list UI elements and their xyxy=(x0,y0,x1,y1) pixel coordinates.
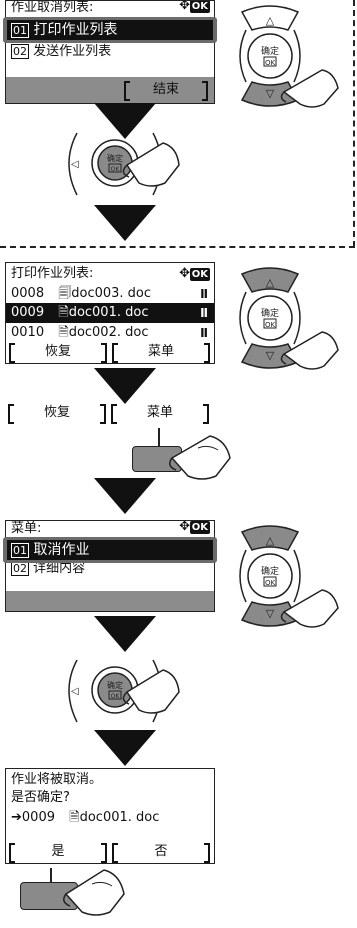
svg-text:确定: 确定 xyxy=(261,45,279,57)
ok-icon: OK xyxy=(189,268,210,281)
menu-button[interactable]: 菜单 xyxy=(112,343,210,363)
list-item-details[interactable]: 02 详细内容 xyxy=(11,561,86,576)
arrow-down-icon xyxy=(94,103,156,139)
arrow-down-icon xyxy=(94,478,156,514)
menu-screen: 菜单: ✥ OK 02 详细内容 xyxy=(5,520,215,612)
document-icon: 🗎 xyxy=(69,810,80,825)
svg-text:◁: ◁ xyxy=(71,686,79,697)
list-item-send-jobs[interactable]: 02 发送作业列表 xyxy=(11,44,112,59)
control-pad-up-down: △ 确定 OK ▽ xyxy=(239,5,339,108)
pointer-line xyxy=(158,428,160,446)
svg-text:△: △ xyxy=(266,276,275,289)
no-button[interactable]: 否 xyxy=(112,843,210,863)
svg-text:OK: OK xyxy=(111,166,121,173)
svg-text:▽: ▽ xyxy=(266,607,275,620)
arrow-right-icon: ➔ xyxy=(11,810,22,825)
screen-title: 打印作业列表: xyxy=(11,266,94,281)
list-item-cancel-job[interactable]: 01 取消作业 xyxy=(7,540,213,560)
job-row: ➔0009 🗎doc001. doc xyxy=(11,810,160,825)
confirm-message: 作业将被取消。 xyxy=(11,772,103,787)
control-pad-up-down: △ 确定 OK ▽ xyxy=(239,267,339,370)
arrow-down-icon xyxy=(94,730,156,766)
svg-text:△: △ xyxy=(266,534,275,547)
svg-text:确定: 确定 xyxy=(261,565,279,577)
document-icon: 🗎 xyxy=(58,305,69,320)
four-way-arrow-icon: ✥ xyxy=(179,0,190,13)
arrow-down-icon xyxy=(94,368,156,404)
document-stack-icon: 🗐 xyxy=(58,286,72,301)
menu-button[interactable]: 菜单 xyxy=(111,404,209,424)
list-item-print-jobs[interactable]: 01 打印作业列表 xyxy=(7,20,213,40)
cancel-confirm-screen: 作业将被取消。 是否确定? ➔0009 🗎doc001. doc 是 否 xyxy=(5,768,215,864)
job-row[interactable]: 0010 🗎doc002. doc Ⅱ xyxy=(6,322,214,344)
hand-icon xyxy=(169,435,231,480)
job-row-selected[interactable]: 0009 🗎doc001. doc Ⅱ xyxy=(6,303,214,323)
svg-text:OK: OK xyxy=(265,59,276,67)
confirm-question: 是否确定? xyxy=(11,790,70,805)
ok-icon: OK xyxy=(189,521,210,534)
document-icon: 🗎 xyxy=(58,325,69,340)
svg-text:▽: ▽ xyxy=(266,87,275,100)
svg-text:OK: OK xyxy=(111,693,121,700)
svg-text:◁: ◁ xyxy=(71,159,79,170)
resume-button[interactable]: 恢复 xyxy=(8,404,106,424)
four-way-arrow-icon: ✥ xyxy=(179,520,190,534)
pause-icon: Ⅱ xyxy=(200,306,208,320)
svg-text:确定: 确定 xyxy=(107,680,123,690)
hand-icon xyxy=(63,869,125,916)
job-row[interactable]: 0008 🗐doc003. doc Ⅱ xyxy=(6,283,214,305)
screen-title: 菜单: xyxy=(11,521,42,536)
four-way-arrow-icon: ✥ xyxy=(179,266,190,281)
dashed-divider-vertical xyxy=(353,0,355,247)
softkey-bar: 恢复 菜单 xyxy=(5,402,215,424)
pointer-line xyxy=(50,868,52,882)
softkey-bar: 恢复 菜单 xyxy=(6,341,214,363)
svg-text:确定: 确定 xyxy=(107,153,123,163)
arrow-down-icon xyxy=(94,205,156,241)
yes-button[interactable]: 是 xyxy=(9,843,107,863)
softkey-bar xyxy=(6,591,214,611)
control-pad-ok: ◁ 确定 OK xyxy=(68,659,180,723)
svg-text:△: △ xyxy=(266,14,275,27)
pause-icon: Ⅱ xyxy=(200,287,208,301)
dashed-divider-horizontal xyxy=(0,246,355,248)
end-button[interactable]: 结束 xyxy=(124,81,208,101)
arrow-down-icon xyxy=(94,616,156,652)
control-pad-up-down: △ 确定 OK ▽ xyxy=(239,525,339,628)
pause-icon: Ⅱ xyxy=(200,326,208,340)
svg-text:▽: ▽ xyxy=(266,349,275,362)
control-pad-ok: ◁ 确定 OK xyxy=(68,132,180,196)
svg-text:确定: 确定 xyxy=(261,307,279,319)
svg-text:OK: OK xyxy=(265,579,276,587)
softkey-bar: 是 否 xyxy=(6,841,214,863)
ok-icon: OK xyxy=(189,1,210,13)
svg-text:OK: OK xyxy=(265,321,276,329)
resume-button[interactable]: 恢复 xyxy=(9,343,107,363)
job-cancel-list-screen: 作业取消列表: ✥ OK 02 发送作业列表 结束 xyxy=(5,0,215,104)
softkey-bar: 结束 xyxy=(6,77,214,103)
screen-title: 作业取消列表: xyxy=(11,0,94,15)
print-job-list-screen: 打印作业列表: ✥ OK 0008 🗐doc003. doc Ⅱ 0009 🗎d… xyxy=(5,262,215,364)
